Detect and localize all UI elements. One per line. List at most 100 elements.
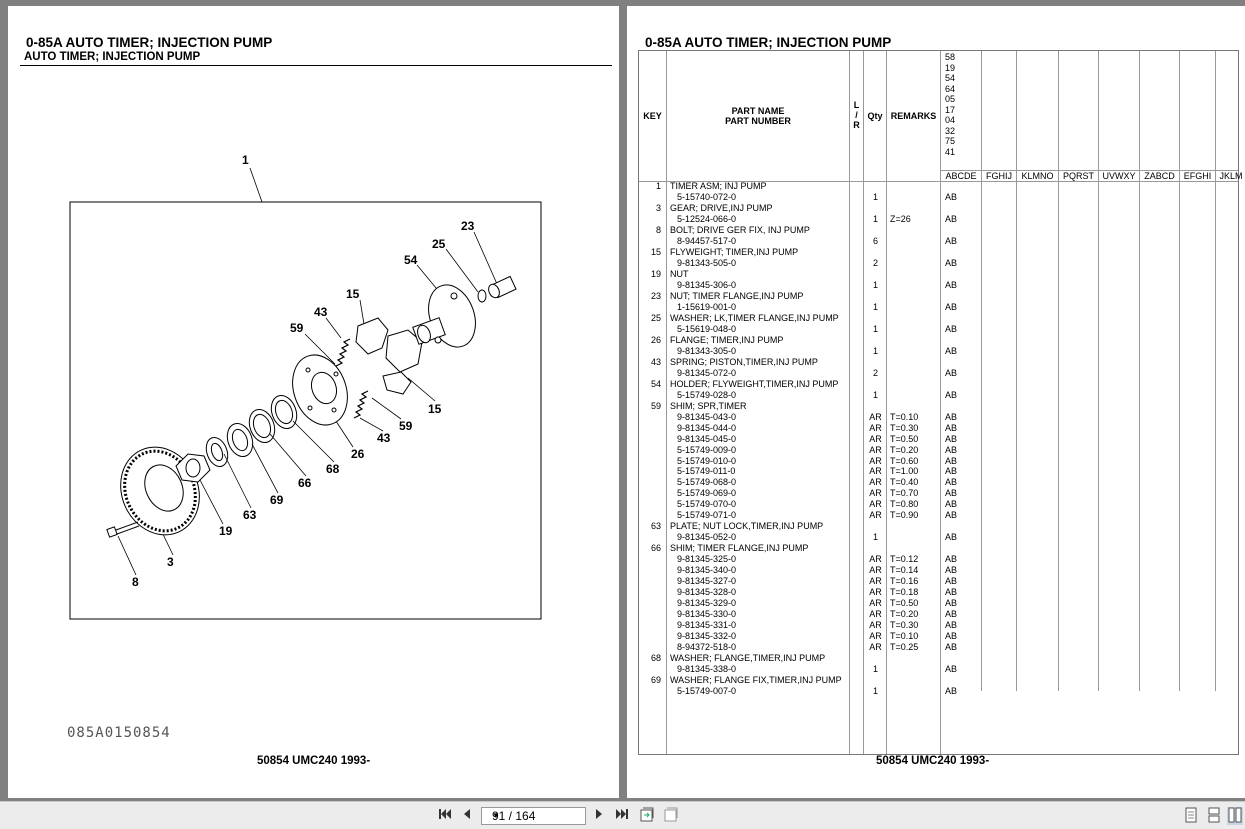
row-text: 9-81345-328-0: [677, 587, 737, 598]
row-text: 9-81345-052-0: [677, 532, 737, 543]
callout-26: 26: [351, 447, 365, 461]
model-code: 58: [945, 52, 956, 62]
row-text: 5-15749-071-0: [677, 510, 737, 521]
continuous-icon[interactable]: [1206, 807, 1222, 825]
col-lr-header: L/R: [853, 100, 860, 130]
row-remarks: T=0.16: [890, 576, 919, 587]
row-qty: 1: [872, 301, 878, 312]
model-code: 41: [945, 146, 956, 157]
row-text: WASHER; FLANGE,TIMER,INJ PUMP: [670, 653, 826, 664]
parts-table: KEY PART NAME PART NUMBER L/R Qty REMARK…: [638, 50, 1243, 755]
row-text: NUT; TIMER FLANGE,INJ PUMP: [670, 290, 804, 301]
callout-8: 8: [132, 575, 139, 589]
row-text: 8-94457-517-0: [677, 235, 737, 246]
navigation-toolbar: 91 / 164 ▼: [0, 801, 1245, 829]
row-code: AB: [945, 477, 958, 488]
row-qty: AR: [869, 554, 882, 565]
row-text: 9-81345-332-0: [677, 631, 737, 642]
row-text: 9-81345-327-0: [677, 576, 737, 587]
code-column-header: ABCDE: [945, 171, 977, 181]
row-qty: AR: [869, 499, 882, 510]
model-code: 54: [945, 73, 956, 83]
row-qty: AR: [869, 587, 882, 598]
col-qty-header: Qty: [867, 111, 883, 121]
row-code: AB: [945, 455, 958, 466]
row-text: SPRING; PISTON,TIMER,INJ PUMP: [670, 356, 818, 367]
row-key: 54: [650, 378, 661, 389]
code-column-header: EFGHI: [1183, 171, 1212, 181]
row-text: 9-81345-043-0: [677, 411, 737, 422]
row-remarks: T=1.00: [890, 466, 919, 477]
callout-54: 54: [404, 253, 418, 267]
row-code: AB: [945, 587, 958, 598]
two-page-icon[interactable]: [1227, 807, 1243, 825]
row-qty: AR: [869, 510, 882, 521]
code-column-header: PQRST: [1062, 171, 1094, 181]
row-text: SHIM; SPR,TIMER: [670, 400, 747, 411]
holder-icon: [412, 284, 476, 348]
first-page-icon[interactable]: [436, 807, 454, 825]
single-page-icon[interactable]: [1183, 807, 1199, 825]
row-code: AB: [945, 191, 958, 202]
row-code: AB: [945, 213, 958, 224]
row-qty: AR: [869, 466, 882, 477]
row-key: 1: [655, 181, 661, 191]
flyweight-icon: [355, 317, 423, 395]
row-qty: AR: [869, 422, 882, 433]
row-remarks: T=0.50: [890, 433, 919, 444]
prev-page-icon[interactable]: [459, 807, 475, 825]
row-text: 5-15749-028-0: [677, 389, 737, 400]
row-text: 5-15740-072-0: [677, 191, 737, 202]
row-qty: AR: [869, 576, 882, 587]
code-column-header: ZABCD: [1144, 171, 1175, 181]
row-code: AB: [945, 510, 958, 521]
page-title: 0-85A AUTO TIMER; INJECTION PUMP: [26, 35, 273, 50]
last-page-icon[interactable]: [613, 807, 631, 825]
row-code: AB: [945, 411, 958, 422]
row-qty: AR: [869, 609, 882, 620]
row-remarks: T=0.18: [890, 587, 919, 598]
callout-66: 66: [298, 476, 312, 490]
right-page: 0-85A AUTO TIMER; INJECTION PUMP KEY PAR…: [627, 6, 1245, 798]
left-page: 0-85A AUTO TIMER; INJECTION PUMP AUTO TI…: [8, 6, 619, 798]
model-code: 64: [945, 83, 956, 94]
figure-id: 085A0150854: [67, 725, 171, 741]
row-key: 8: [655, 224, 661, 235]
callout-19: 19: [219, 524, 233, 538]
row-remarks: T=0.50: [890, 598, 919, 609]
row-code: AB: [945, 565, 958, 576]
callout-68: 68: [326, 462, 340, 476]
next-page-icon[interactable]: [591, 807, 607, 825]
callout-3: 3: [167, 555, 174, 569]
callout-69: 69: [270, 493, 284, 507]
page-number-select[interactable]: 91 / 164 ▼: [481, 807, 586, 825]
row-code: AB: [945, 323, 958, 334]
row-qty: AR: [869, 631, 882, 642]
model-code: 19: [945, 62, 956, 73]
row-code: AB: [945, 631, 958, 642]
row-remarks: T=0.70: [890, 488, 919, 499]
row-qty: AR: [869, 598, 882, 609]
row-text: 9-81343-505-0: [677, 257, 737, 268]
flange-icon: [292, 354, 348, 426]
row-text: FLANGE; TIMER,INJ PUMP: [670, 334, 784, 345]
row-code: AB: [945, 686, 958, 697]
row-code: AB: [945, 664, 958, 675]
chevron-down-icon: ▼: [492, 811, 500, 820]
row-remarks: T=0.10: [890, 411, 919, 422]
row-qty: AR: [869, 488, 882, 499]
row-code: AB: [945, 499, 958, 510]
row-text: 9-81345-072-0: [677, 367, 737, 378]
row-text: 5-15749-009-0: [677, 444, 737, 455]
row-qty: AR: [869, 433, 882, 444]
fit-page-icon[interactable]: [638, 807, 656, 825]
code-column-header: KLMNO: [1021, 171, 1054, 181]
fit-width-icon[interactable]: [662, 807, 680, 825]
page-footer: 50854 UMC240 1993-: [876, 755, 990, 767]
callout-43: 43: [314, 305, 328, 319]
title-divider: [20, 65, 612, 66]
row-text: 9-81345-306-0: [677, 279, 737, 290]
row-code: AB: [945, 466, 958, 477]
